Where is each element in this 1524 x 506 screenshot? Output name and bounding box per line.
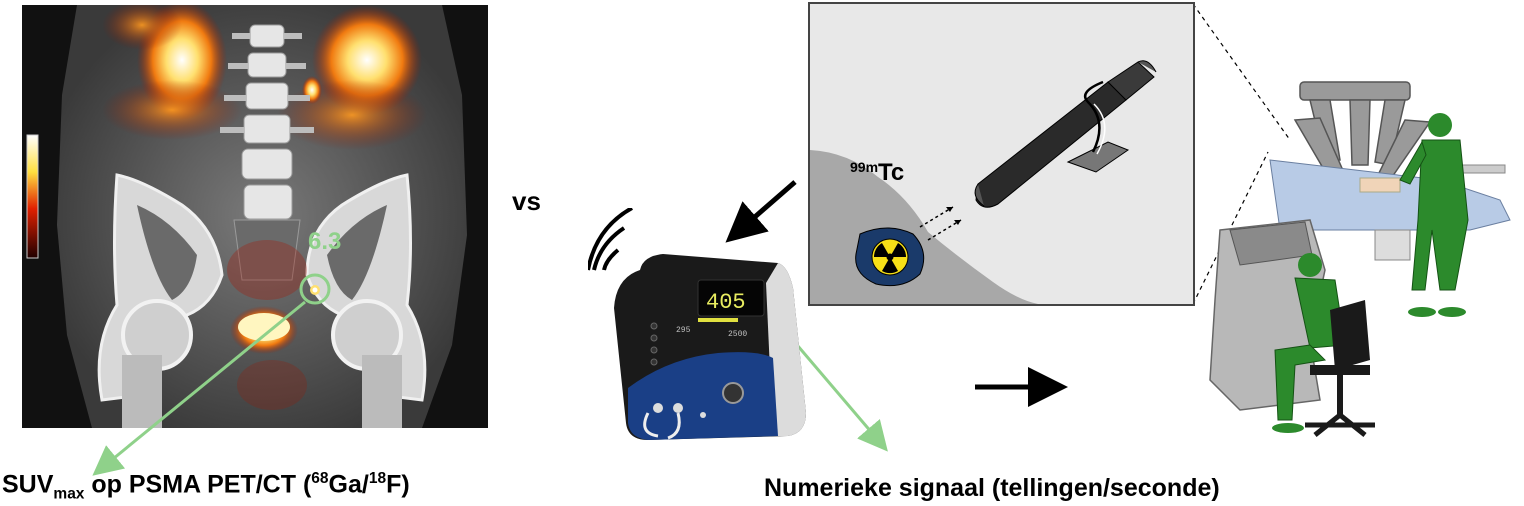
svg-text:99mTc: 99mTc (850, 159, 904, 186)
probe-to-console-arrow (725, 180, 797, 243)
pet-ct-caption: SUVmax op PSMA PET/CT (68Ga/18F) (2, 470, 410, 503)
caption-isotope1-symbol: Ga/ (328, 470, 369, 499)
surgical-field-panel: 99mTc (808, 2, 1195, 306)
tracer-mass-number: 99m (850, 159, 878, 175)
tracer-symbol: Tc (878, 159, 904, 186)
caption-suv-subscript: max (53, 485, 85, 503)
signal-caption: Numerieke signaal (tellingen/seconde) (764, 474, 1220, 502)
suv-pointer-arrow (92, 300, 306, 476)
pet-ct-scan-image: 6.3 (22, 5, 488, 428)
surgical-robot-illustration (1209, 81, 1511, 437)
caption-isotope1-mass: 68 (311, 470, 329, 487)
caption-isotope2-symbol: F) (386, 470, 410, 499)
caption-suv: SUV (2, 470, 54, 499)
lesion-highlight-circle (299, 273, 331, 305)
drop-in-gamma-probe-icon (974, 60, 1157, 208)
count-display: 405 (706, 290, 746, 315)
panel-value-1: 295 (676, 326, 691, 335)
radiation-icon (871, 238, 909, 276)
console-chair (1305, 300, 1375, 437)
bedside-surgeon-figure (1399, 113, 1469, 317)
wireless-signal-icon (588, 208, 633, 271)
caption-isotope2-mass: 18 (368, 470, 387, 487)
gamma-probe-console: 405 295 2500 (588, 208, 806, 440)
suv-value-label: 6.3 (308, 228, 341, 255)
panel-value-2: 2500 (728, 330, 747, 339)
caption-middle: op PSMA PET/CT ( (84, 470, 312, 499)
color-scale-bar (26, 134, 39, 259)
versus-label: vs (512, 186, 541, 216)
